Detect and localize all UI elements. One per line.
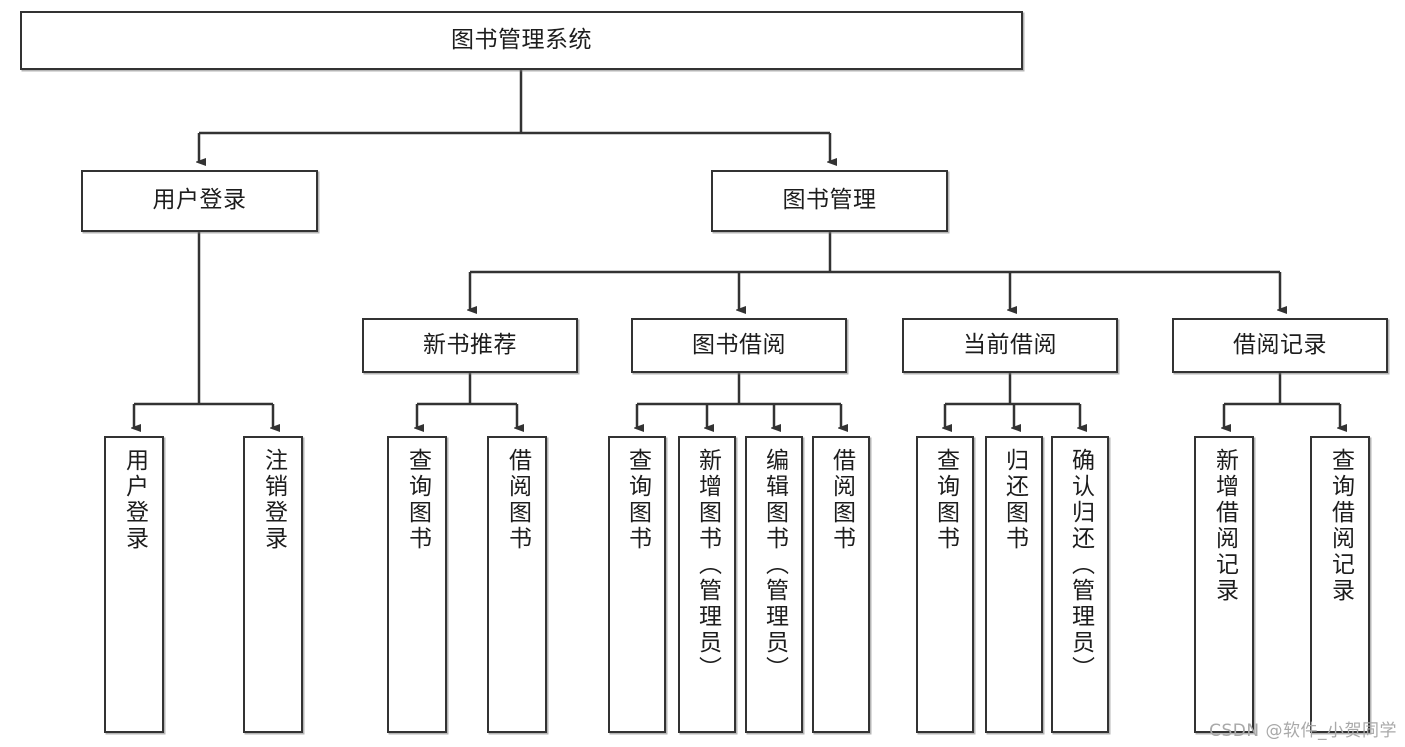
node-label: 用户登录 [152,187,247,214]
node-borrow-record[interactable]: 借阅记录 [1172,318,1388,373]
node-label: 查询图书 [624,448,651,552]
node-leaf-add-book[interactable]: 新增图书（管理员） [678,436,736,733]
node-label: 查询借阅记录 [1327,448,1354,604]
node-label: 用户登录 [121,448,148,552]
node-label: 归还图书 [1001,448,1028,552]
node-label: 借阅图书 [504,448,531,552]
node-leaf-confirm-return[interactable]: 确认归还（管理员） [1051,436,1109,733]
node-leaf-return-book[interactable]: 归还图书 [985,436,1043,733]
node-new-book-rec[interactable]: 新书推荐 [362,318,578,373]
node-leaf-query-record[interactable]: 查询借阅记录 [1310,436,1370,733]
watermark-text: CSDN @软件_小贺同学 [1209,721,1397,741]
node-label: 借阅记录 [1233,331,1327,358]
node-current-borrow[interactable]: 当前借阅 [902,318,1118,373]
node-label: 确认归还（管理员） [1067,448,1094,682]
node-book-manage[interactable]: 图书管理 [711,170,948,232]
node-leaf-edit-book[interactable]: 编辑图书（管理员） [745,436,803,733]
node-book-borrow[interactable]: 图书借阅 [631,318,847,373]
node-leaf-query-book-3[interactable]: 查询图书 [916,436,974,733]
node-label: 图书管理系统 [451,26,592,53]
node-label: 注销登录 [260,448,287,552]
node-label: 新增图书（管理员） [694,448,721,682]
node-leaf-user-logout[interactable]: 注销登录 [243,436,303,733]
node-user-login[interactable]: 用户登录 [81,170,318,232]
node-label: 查询图书 [932,448,959,552]
node-label: 编辑图书（管理员） [761,448,788,682]
node-label: 图书管理 [782,187,877,214]
node-label: 新书推荐 [423,331,517,358]
node-leaf-user-login[interactable]: 用户登录 [104,436,164,733]
node-label: 查询图书 [404,448,431,552]
node-label: 新增借阅记录 [1211,448,1238,604]
node-leaf-query-book-2[interactable]: 查询图书 [608,436,666,733]
node-leaf-add-record[interactable]: 新增借阅记录 [1194,436,1254,733]
node-label: 图书借阅 [692,331,786,358]
node-label: 当前借阅 [963,331,1057,358]
node-leaf-borrow-book-2[interactable]: 借阅图书 [812,436,870,733]
node-label: 借阅图书 [828,448,855,552]
node-leaf-borrow-book-1[interactable]: 借阅图书 [487,436,547,733]
node-leaf-query-book-1[interactable]: 查询图书 [387,436,447,733]
node-root-system[interactable]: 图书管理系统 [20,11,1023,70]
